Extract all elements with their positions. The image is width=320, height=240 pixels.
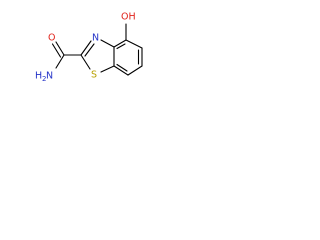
bond-c6-c7 xyxy=(127,65,143,76)
benzene-ring xyxy=(113,39,143,76)
thiazole-sulfur-label: S xyxy=(91,70,97,81)
carboxamide-group xyxy=(51,41,82,69)
bond-c7-c7a-double xyxy=(116,63,128,72)
bond-carbonyl-o-double xyxy=(51,43,62,58)
bond-c3a-c4 xyxy=(113,39,127,48)
amine-subscript-label: 2 xyxy=(42,75,46,83)
thiazole-nitrogen-label: N xyxy=(92,33,99,44)
bond-carbonyl-o xyxy=(55,41,65,56)
hydroxyl-oxygen-label: OH xyxy=(121,12,136,23)
bond-c3a-n3 xyxy=(100,39,115,48)
bond-s1-c7a xyxy=(100,65,115,73)
bond-n3-c2-double xyxy=(84,43,95,57)
molecule-structure: OH N S O H 2 N xyxy=(35,12,143,84)
bond-c2-s1 xyxy=(80,54,91,70)
amine-n-label: N xyxy=(46,71,53,82)
amine-h-label: H xyxy=(35,71,42,82)
bond-c4-c5 xyxy=(125,39,143,49)
bond-c4-c3a-double xyxy=(116,43,126,50)
bond-carbonyl-n xyxy=(55,54,65,69)
bond-n3-c2 xyxy=(80,40,92,56)
carbonyl-oxygen-label: O xyxy=(48,33,55,44)
amine-label: H 2 N xyxy=(35,71,53,84)
thiazole-ring xyxy=(80,39,115,73)
bond-c7-c7a xyxy=(113,65,129,76)
